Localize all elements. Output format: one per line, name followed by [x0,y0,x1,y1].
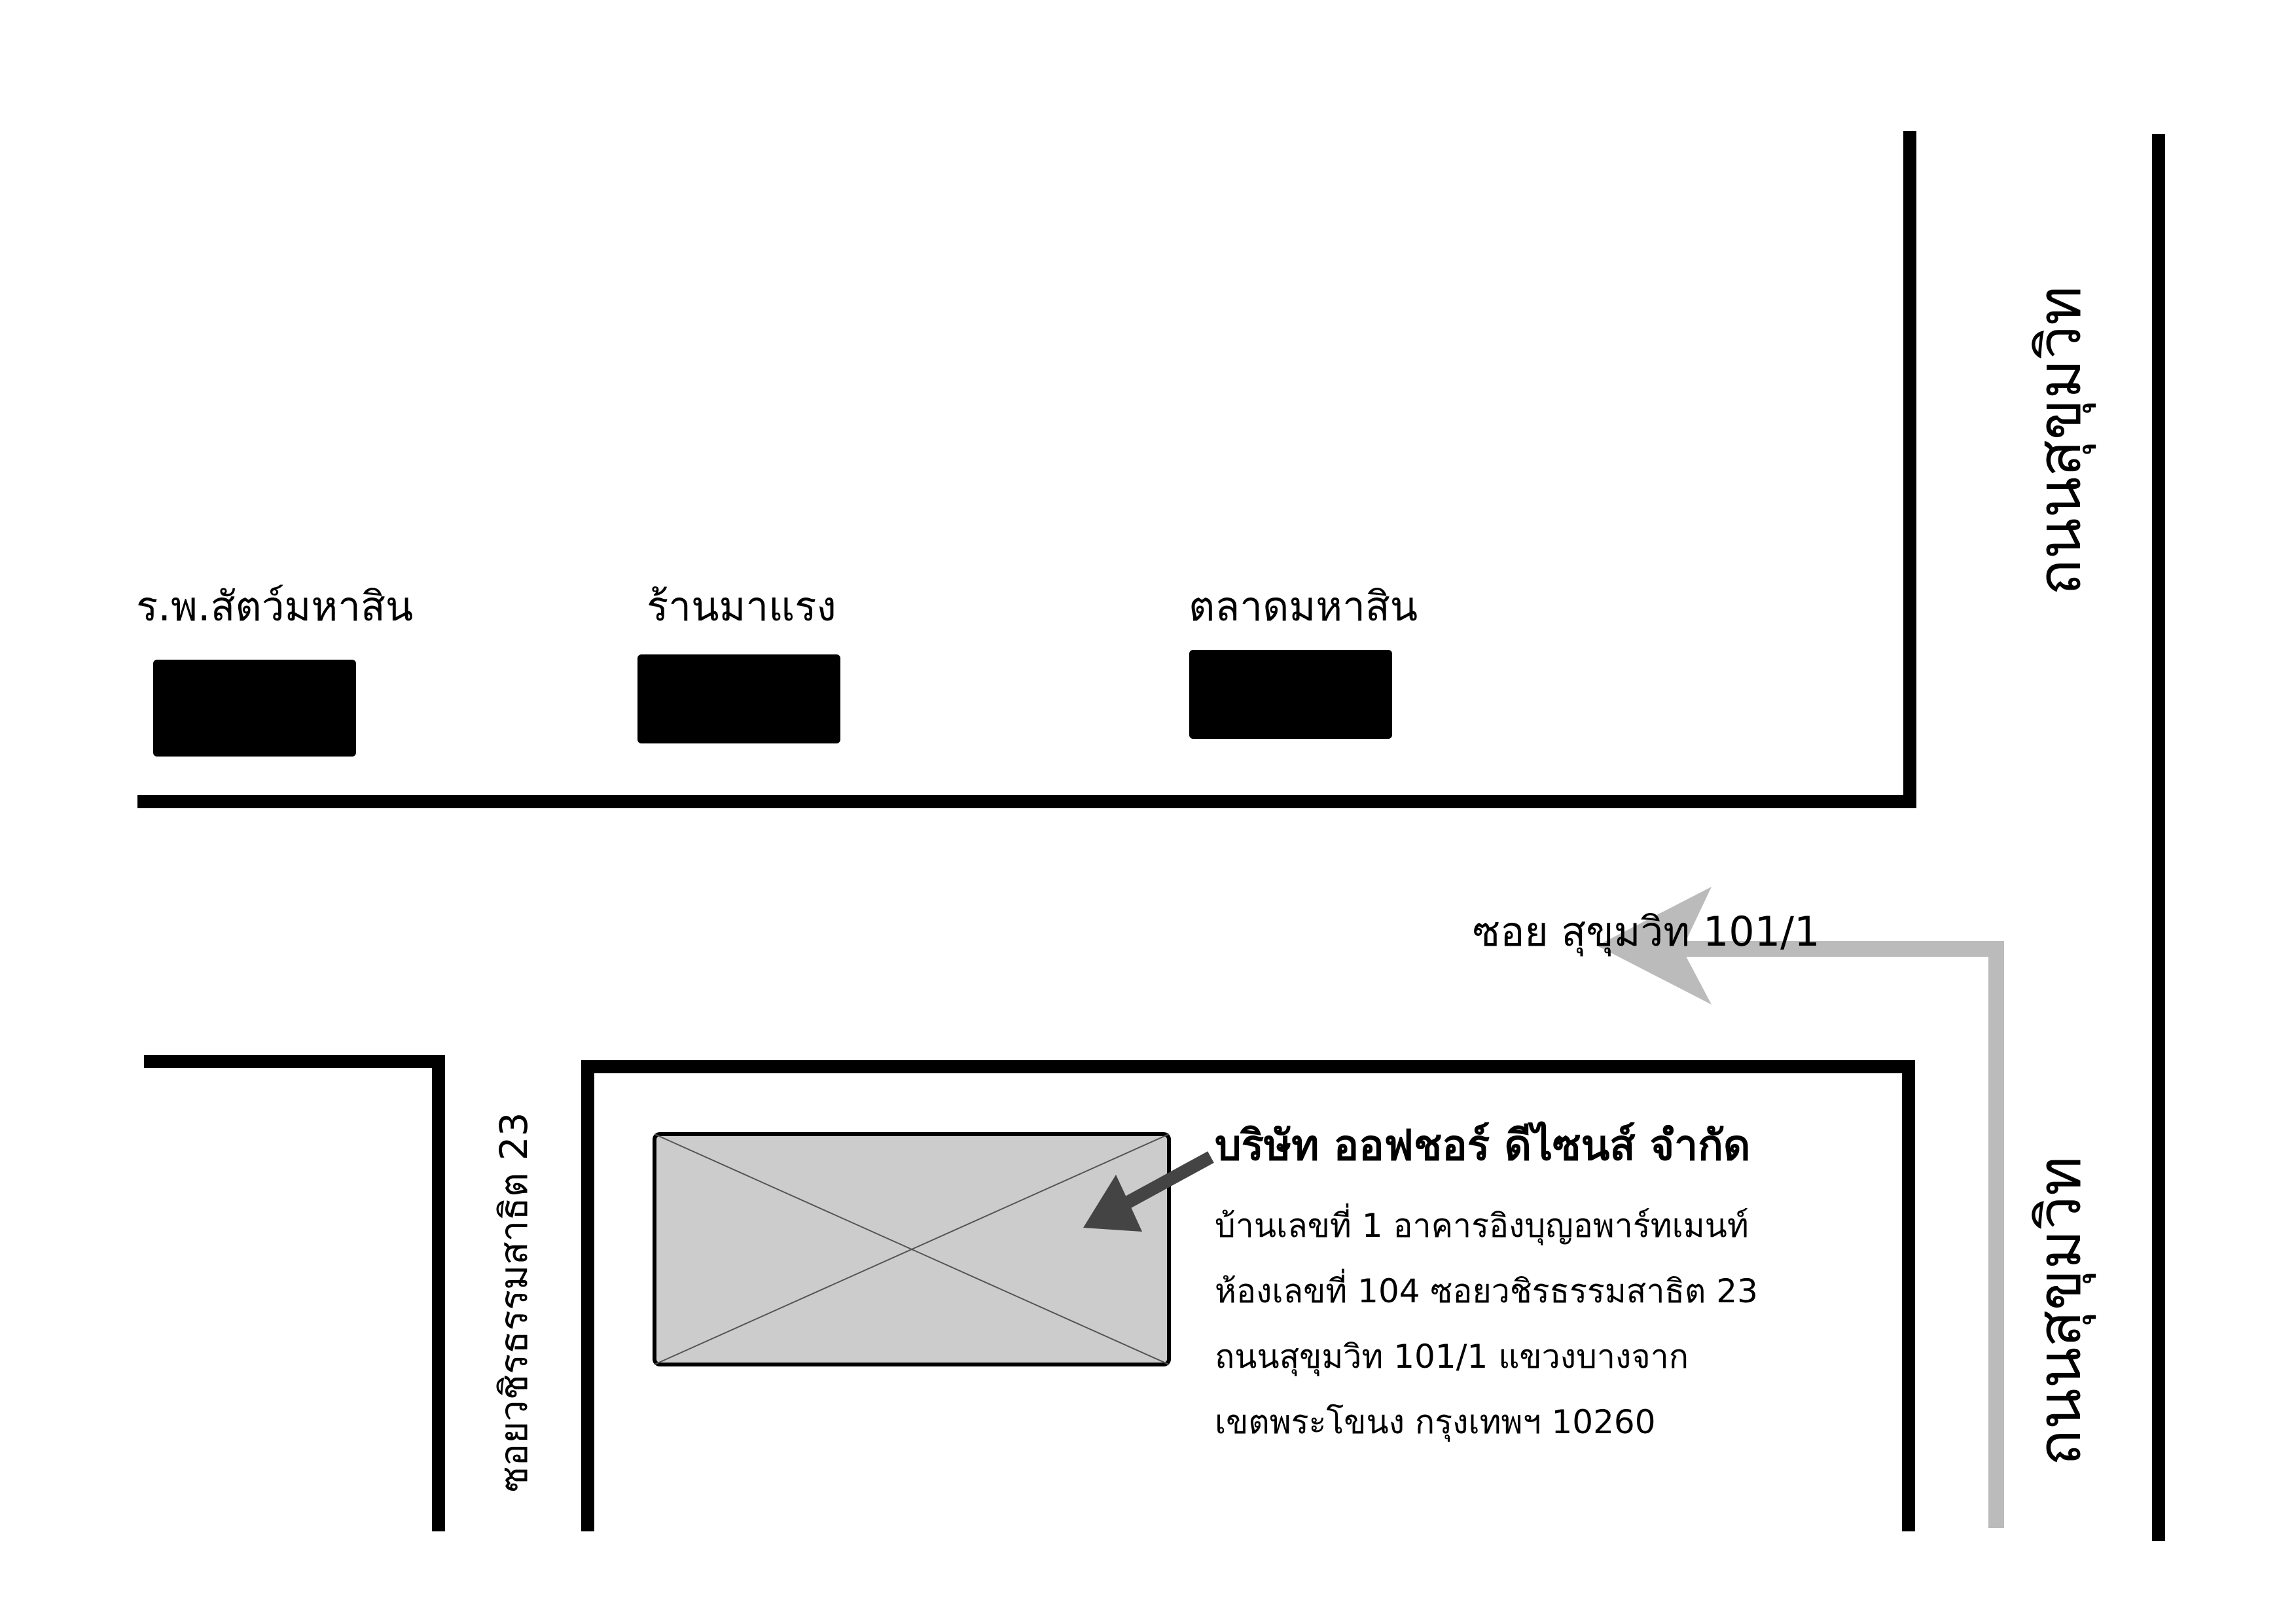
landmark-label-animal-hospital: ร.พ.สัตว์มหาสิน [136,582,413,630]
mahasin-market-building [1189,650,1392,739]
address-line-2: ห้องเลขที่ 104 ซอยวชิรธรรมสาธิต 23 [1215,1269,1758,1310]
office-pointer-shaft [1121,1151,1214,1210]
north-road-edge [137,131,1916,808]
main-road-label-upper: ถนนสุขุมวิท [2024,286,2096,596]
office-building [653,1132,1171,1366]
office-block-edge [581,1060,1915,1531]
address-line-1: บ้านเลขที่ 1 อาคารอิงบุญอพาร์ทเมนท์ [1215,1204,1749,1245]
west-block-edge [144,1055,445,1531]
road-outlines [137,131,2165,1541]
maraeng-shop-building [637,654,840,743]
main-road-label-lower: ถนนสุขุมวิท [2024,1156,2096,1466]
address-line-3: ถนนสุขุมวิท 101/1 แขวงบางจาก [1215,1338,1689,1376]
route-indicator [1597,887,2004,1528]
route-path [1682,941,2004,1528]
side-soi-label: ซอยวชิรธรรมสาธิต 23 [492,1113,536,1492]
route-arrow-head [1597,887,1712,1005]
animal-hospital-building [153,660,356,757]
office-pointer-head [1083,1175,1142,1232]
company-name: บริษัท ออฟชอร์ ดีไซนส์ จำกัด [1215,1121,1750,1170]
office-building-cross-b [654,1133,1170,1365]
landmark-label-maraeng-shop: ร้านมาแรง [647,582,836,630]
route-soi-label: ซอย สุขุมวิท 101/1 [1473,908,1820,956]
address-line-4: เขตพระโขนง กรุงเทพฯ 10260 [1215,1403,1656,1442]
office-pointer-arrow [1083,1151,1214,1232]
landmark-buildings [153,650,1392,757]
landmark-label-mahasin-market: ตลาดมหาสิน [1189,582,1418,630]
